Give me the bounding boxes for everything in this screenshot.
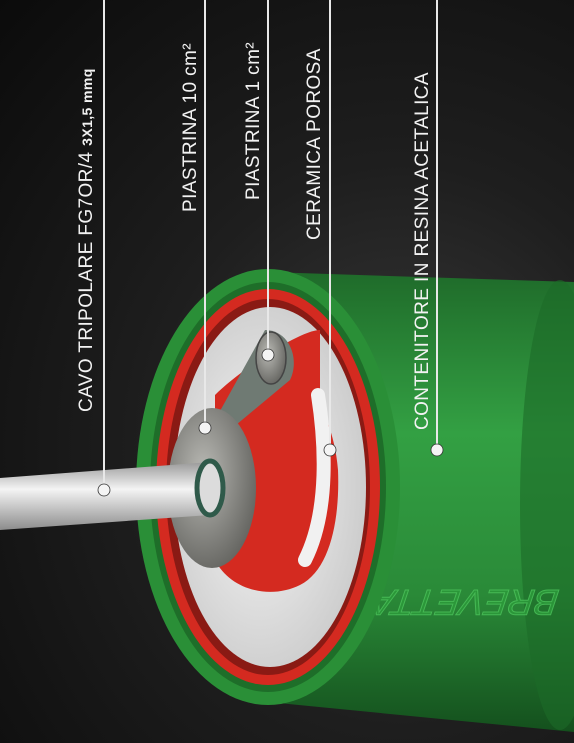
- cable-label: CAVO TRIPOLARE FG7OR/4 3X1,5 mmq: [76, 68, 98, 412]
- plate-10-label: PIASTRINA 10 cm²: [180, 43, 202, 212]
- cable-label-main: CAVO TRIPOLARE FG7OR/4: [76, 152, 97, 412]
- container-label: CONTENITORE IN RESINA ACETALICA: [412, 72, 434, 430]
- cable-label-suffix: 3X1,5 mmq: [79, 68, 95, 146]
- plate-10-label-text: PIASTRINA 10 cm²: [180, 43, 201, 212]
- container-marker: [431, 444, 443, 456]
- plate-1-label: PIASTRINA 1 cm²: [243, 42, 265, 200]
- container-label-text: CONTENITORE IN RESINA ACETALICA: [412, 72, 433, 430]
- plate-10-marker: [199, 422, 211, 434]
- plate-1-label-text: PIASTRINA 1 cm²: [243, 42, 264, 200]
- ceramic-label: CERAMICA POROSA: [304, 48, 326, 240]
- ceramic-label-text: CERAMICA POROSA: [304, 48, 325, 240]
- ceramic-marker: [324, 444, 336, 456]
- plate-1-marker: [262, 349, 274, 361]
- cable-marker: [98, 484, 110, 496]
